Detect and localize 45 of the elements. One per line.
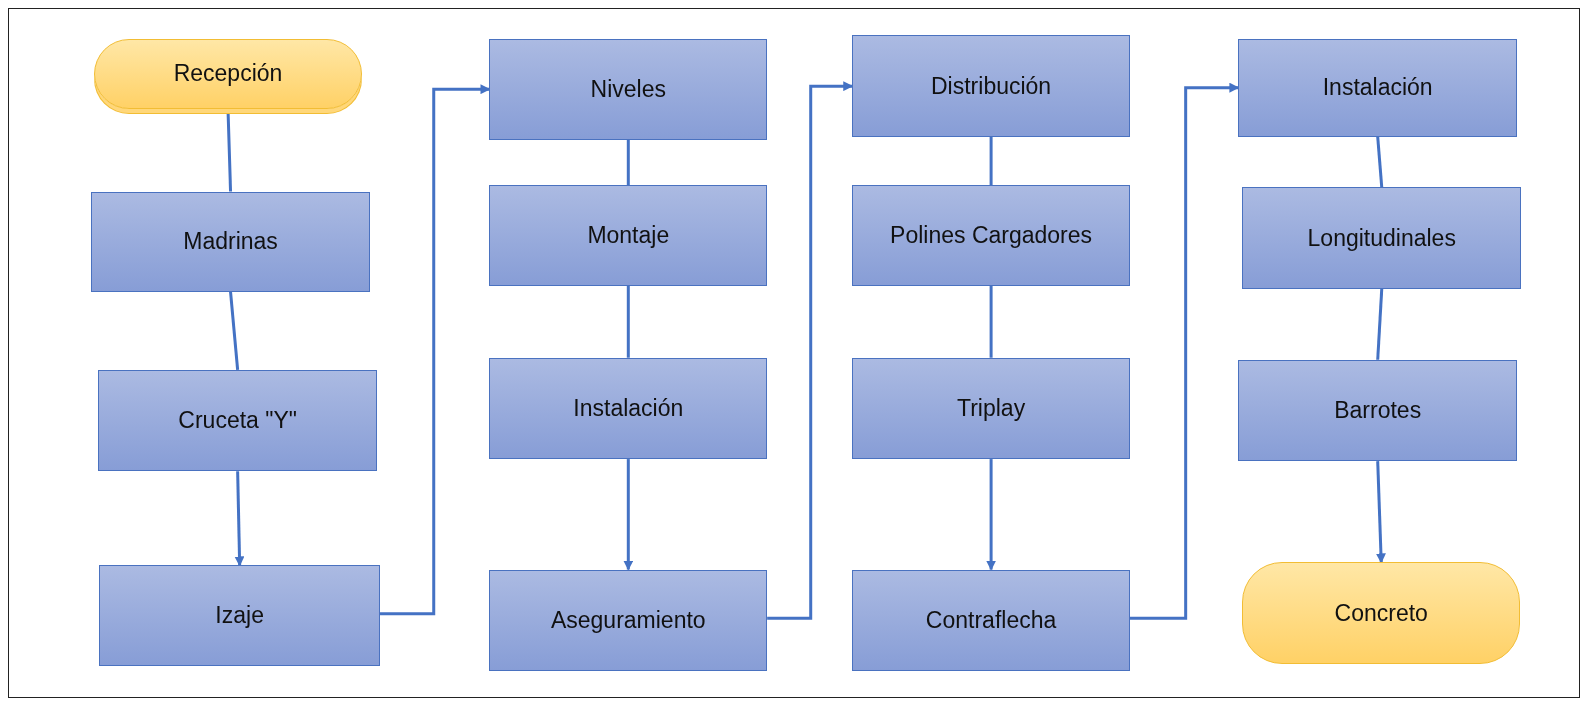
process-box bbox=[852, 185, 1130, 286]
node-label: Triplay bbox=[957, 394, 1026, 422]
node-label: Instalación bbox=[573, 394, 684, 422]
node-label: Montaje bbox=[587, 222, 670, 250]
arrow bbox=[380, 84, 491, 616]
process-box bbox=[1238, 359, 1518, 462]
process-box bbox=[98, 369, 377, 472]
connector-line bbox=[989, 136, 993, 186]
node-label: Barrotes bbox=[1334, 396, 1422, 424]
connector-line bbox=[229, 291, 240, 371]
arrow bbox=[986, 459, 997, 571]
node-label: Niveles bbox=[590, 75, 666, 103]
process-box bbox=[1242, 187, 1522, 289]
connector-line bbox=[989, 285, 993, 358]
process-box bbox=[489, 185, 768, 286]
connector-line bbox=[626, 285, 630, 358]
connector-line bbox=[1376, 288, 1384, 360]
process-box bbox=[852, 35, 1130, 137]
node-label: Instalación bbox=[1322, 74, 1433, 102]
node-label: Distribución bbox=[931, 72, 1052, 100]
node-label: Recepción bbox=[173, 60, 283, 88]
arrow bbox=[1129, 82, 1240, 620]
process-box bbox=[489, 38, 768, 140]
node-label: Longitudinales bbox=[1307, 224, 1456, 252]
process-box bbox=[99, 565, 380, 666]
node-label: Cruceta "Y" bbox=[178, 407, 297, 435]
node-label: Polines Cargadores bbox=[890, 222, 1093, 250]
arrow bbox=[767, 81, 854, 620]
connector-line bbox=[626, 139, 630, 186]
node-label: Izaje bbox=[215, 602, 264, 630]
process-box bbox=[852, 357, 1130, 460]
process-box bbox=[852, 569, 1130, 671]
process-box bbox=[1238, 38, 1518, 137]
node-label: Contraflecha bbox=[925, 606, 1057, 634]
connector-line bbox=[1376, 136, 1384, 188]
node-label: Madrinas bbox=[183, 228, 278, 256]
process-box bbox=[489, 357, 768, 460]
process-box bbox=[91, 191, 370, 292]
arrow bbox=[1375, 461, 1386, 564]
terminal-box bbox=[1242, 562, 1521, 664]
node-label: Aseguramiento bbox=[550, 606, 706, 634]
node-label: Concreto bbox=[1334, 599, 1428, 627]
arrow bbox=[623, 459, 634, 571]
arrow bbox=[234, 471, 245, 567]
process-box bbox=[489, 569, 768, 671]
